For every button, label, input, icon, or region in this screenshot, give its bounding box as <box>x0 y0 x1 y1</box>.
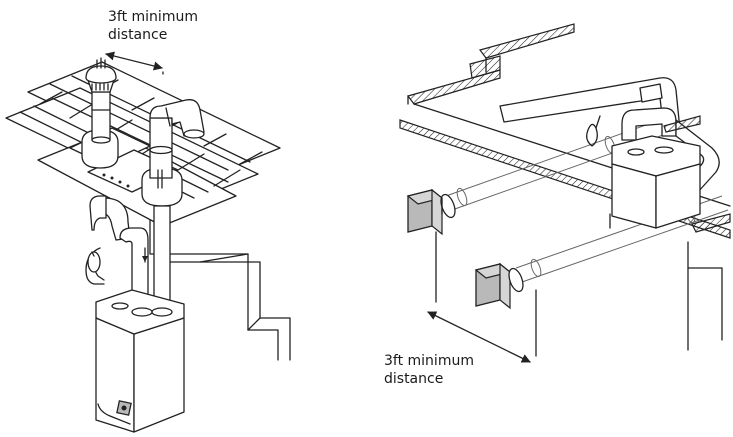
roof-distance-line1: 3ft minimum <box>108 9 198 25</box>
water-heater-icon <box>95 289 185 433</box>
roof-shingles <box>5 61 281 227</box>
power-cord-icon <box>85 247 105 285</box>
water-heater-side <box>611 115 701 229</box>
sidewall-venting-illustration <box>399 23 731 363</box>
vertical-pipe-run <box>89 169 171 313</box>
wall-distance-line2: distance <box>384 371 444 387</box>
vent-pipe-left <box>81 91 119 169</box>
roof-distance-label: 3ft minimum distance <box>108 8 198 44</box>
vent-cap-icon <box>85 57 117 93</box>
roof-distance-arrow <box>105 51 164 75</box>
wall-distance-arrow <box>427 311 531 363</box>
outside-wall-lines <box>435 213 723 357</box>
wall-termination-lower <box>474 262 524 310</box>
roof-venting-illustration <box>5 51 291 433</box>
wall-termination-icon <box>406 188 456 236</box>
roof-distance-line2: distance <box>108 27 168 43</box>
